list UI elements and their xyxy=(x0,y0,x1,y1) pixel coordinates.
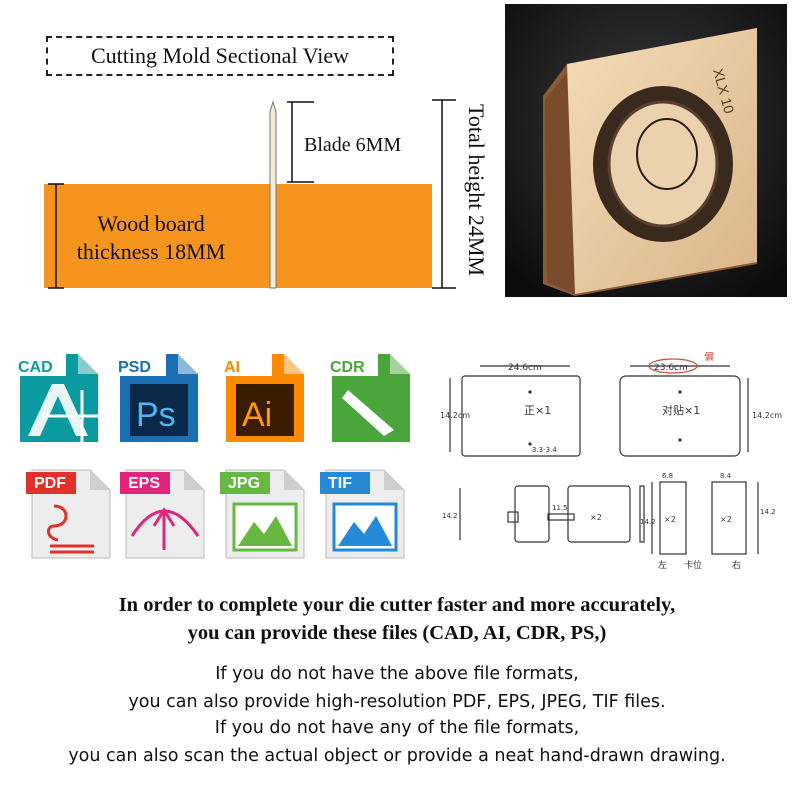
sub-text-line2: you can also provide high-resolution PDF… xyxy=(128,692,666,712)
sub-text-line3: If you do not have any of the file forma… xyxy=(214,718,580,738)
sketch-strap-dim: 11.5 xyxy=(552,504,568,512)
sketch-clasp-dim: 14.2 xyxy=(442,512,458,520)
file-format-label: CAD xyxy=(18,359,53,376)
sketch-label-left: 正×1 xyxy=(524,404,551,417)
illustrator-icon: AI Ai xyxy=(218,354,304,442)
sketch-strap-times: ×2 xyxy=(590,513,602,522)
sketch-label-right: 对贴×1 xyxy=(662,403,700,417)
sub-text-line1: If you do not have the above file format… xyxy=(215,664,579,684)
file-format-label: PSD xyxy=(118,359,151,376)
blade xyxy=(269,100,277,289)
svg-text:Ps: Ps xyxy=(136,396,176,434)
file-format-label: TIF xyxy=(328,475,352,492)
board-label: Wood board thickness 18MM xyxy=(56,210,246,266)
file-format-label: EPS xyxy=(128,475,160,492)
cad-icon: CAD xyxy=(12,354,98,442)
pdf-icon: PDF xyxy=(26,469,111,559)
sketch-slot-times-2: ×2 xyxy=(720,515,732,524)
svg-text:Ai: Ai xyxy=(242,396,272,434)
sketch-height-left: 14.2cm xyxy=(440,411,470,420)
photoshop-icon: PSD Ps xyxy=(112,354,198,442)
sketch-slot-times-1: ×2 xyxy=(664,515,676,524)
sketch-bottom-3: 右 xyxy=(732,559,741,571)
sketch-bottom-1: 左 xyxy=(658,559,667,571)
sketch-slot-height-2: 14.2 xyxy=(760,508,776,516)
sub-text-line4: you can also scan the actual object or p… xyxy=(68,746,726,766)
sketch-slot-width-2: 8.4 xyxy=(720,472,732,480)
blade-label: Blade 6MM xyxy=(304,134,402,156)
file-format-label: JPG xyxy=(228,475,260,492)
file-format-label: CDR xyxy=(330,359,365,376)
section-diagram xyxy=(48,99,456,289)
jpg-icon: JPG xyxy=(220,469,305,559)
main-text-line1: In order to complete your die cutter fas… xyxy=(118,594,676,616)
sketch-width-right: 23.6cm xyxy=(654,363,688,373)
section-title: Cutting Mold Sectional View xyxy=(46,36,394,76)
sketch-bottom-2: 卡位 xyxy=(684,559,702,571)
sketch-small-dim: 3.3-3.4 xyxy=(532,446,557,454)
board-label-line2: thickness 18MM xyxy=(76,239,226,264)
sketch-note-red: 偏 xyxy=(704,352,714,363)
wood-board xyxy=(44,184,432,288)
sketch-slot-width-1: 6.8 xyxy=(662,472,673,480)
sketch-slot-height: 14.2 xyxy=(640,518,656,526)
file-format-label: AI xyxy=(224,359,240,376)
product-photo: XLX 10 xyxy=(505,4,787,297)
hand-drawn-sketch: 24.6cm 23.6cm 偏 14.2cm 14.2cm 正×1 对贴×1 3… xyxy=(440,352,782,571)
sketch-width-left: 24.6cm xyxy=(508,363,542,373)
coreldraw-icon: CDR xyxy=(324,354,410,442)
file-format-label: PDF xyxy=(34,475,66,492)
sketch-height-right: 14.2cm xyxy=(752,411,782,420)
eps-icon: EPS xyxy=(120,469,205,559)
board-label-line1: Wood board xyxy=(97,211,205,236)
tif-icon: TIF xyxy=(320,469,405,559)
main-text-line2: you can provide these files (CAD, AI, CD… xyxy=(187,622,607,644)
